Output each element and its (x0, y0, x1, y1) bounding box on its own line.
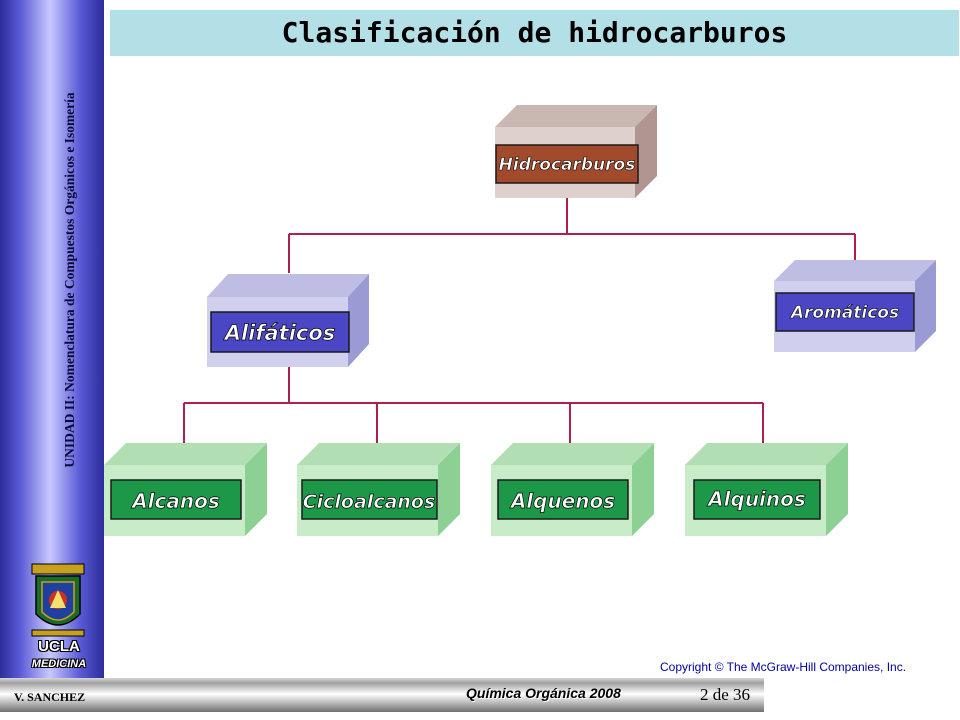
ucla-logo (31, 563, 85, 637)
slide-title: Clasificación de hidrocarburos (281, 16, 788, 49)
node-alquinos: Alquinos (685, 443, 848, 536)
label-cicloalcanos: Cicloalcanos (303, 491, 436, 513)
footer-course: Química Orgánica 2008 (466, 685, 621, 701)
logo-ucla-text: UCLA (38, 638, 80, 655)
copyright-notice: Copyright © The McGraw-Hill Companies, I… (660, 660, 907, 674)
node-alifaticos: Alifáticos (207, 274, 369, 367)
title-band (110, 10, 959, 56)
node-alquenos: Alquenos (491, 443, 654, 536)
node-cicloalcanos: Cicloalcanos (297, 443, 460, 536)
node-aromaticos: Aromáticos (774, 260, 936, 352)
label-alquenos: Alquenos (509, 489, 615, 513)
page-number: 2 de 36 (700, 685, 751, 704)
node-hidrocarburos: Hidrocarburos (495, 105, 657, 198)
label-hidrocarburos: Hidrocarburos (499, 155, 636, 175)
footer-author: V. SANCHEZ (14, 690, 86, 704)
logo-medicina-text: MEDICINA (31, 658, 87, 670)
label-alquinos: Alquinos (706, 487, 806, 511)
label-aromaticos: Aromáticos (789, 303, 899, 323)
label-alifaticos: Alifáticos (223, 321, 336, 345)
footer-bar (0, 678, 764, 712)
node-alcanos: Alcanos (104, 443, 267, 536)
label-alcanos: Alcanos (130, 489, 220, 513)
